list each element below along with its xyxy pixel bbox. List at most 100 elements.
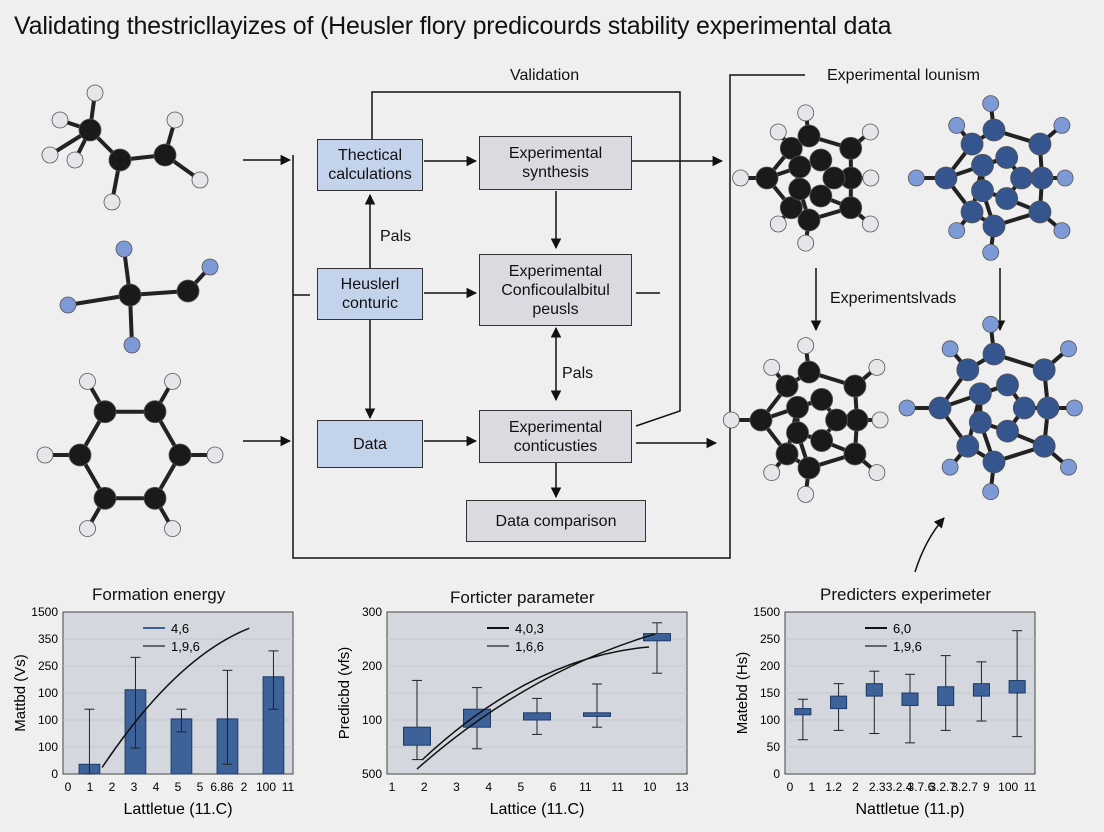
atom bbox=[1032, 358, 1056, 382]
atom bbox=[36, 446, 54, 464]
atom bbox=[1053, 116, 1071, 134]
atom bbox=[51, 111, 69, 129]
atom bbox=[868, 358, 886, 376]
box bbox=[643, 633, 671, 642]
atom bbox=[971, 179, 994, 203]
atom bbox=[93, 400, 117, 424]
box bbox=[972, 683, 990, 697]
atom bbox=[862, 169, 880, 187]
atom bbox=[797, 360, 821, 384]
atom bbox=[153, 143, 177, 167]
atom bbox=[769, 123, 787, 141]
atom bbox=[971, 153, 994, 177]
legend-label: 1,6,6 bbox=[515, 639, 544, 654]
y-tick-label: 150 bbox=[760, 686, 780, 700]
atom bbox=[861, 123, 879, 141]
atom bbox=[166, 111, 184, 129]
atom bbox=[775, 374, 799, 398]
atom bbox=[59, 296, 77, 314]
box bbox=[583, 712, 611, 717]
chart1-title: Formation energy bbox=[92, 585, 226, 604]
atom bbox=[786, 421, 809, 445]
molecule-bottom-right-1 bbox=[722, 337, 889, 503]
x-tick-label: 1.2 bbox=[825, 780, 842, 794]
atom bbox=[118, 283, 142, 307]
atom bbox=[797, 234, 815, 252]
atom bbox=[982, 315, 1000, 333]
atom bbox=[143, 400, 167, 424]
atom bbox=[206, 446, 224, 464]
atom bbox=[176, 279, 200, 303]
y-tick-label: 500 bbox=[362, 767, 382, 781]
atom bbox=[861, 215, 879, 233]
experimental-top-label: Experimental lounism bbox=[827, 67, 980, 84]
atom bbox=[982, 450, 1006, 474]
x-tick-label: 2 bbox=[852, 780, 859, 794]
atom bbox=[1012, 396, 1036, 420]
atom bbox=[143, 486, 167, 510]
legend-label: 4,0,3 bbox=[515, 621, 544, 636]
atom bbox=[191, 171, 209, 189]
atom bbox=[995, 187, 1019, 210]
y-tick-label: 1500 bbox=[31, 605, 58, 619]
x-tick-label: 2 bbox=[421, 780, 428, 794]
data-box: Data bbox=[317, 420, 423, 468]
atom bbox=[928, 396, 952, 420]
x-tick-label: 2.3 bbox=[869, 780, 886, 794]
x-tick-label: 2 bbox=[241, 780, 248, 794]
atom bbox=[948, 116, 966, 134]
atom bbox=[1032, 434, 1056, 458]
molecule-top-right-2 bbox=[907, 95, 1074, 261]
y-tick-label: 100 bbox=[362, 713, 382, 727]
molecule-top-right-1 bbox=[732, 104, 880, 252]
atom bbox=[797, 124, 821, 148]
atom bbox=[982, 95, 1000, 112]
atom bbox=[763, 464, 781, 482]
x-axis-label: Nattletue (11.p) bbox=[855, 801, 964, 818]
atom bbox=[948, 222, 966, 240]
x-tick-label: 11 bbox=[1024, 780, 1037, 794]
box bbox=[830, 695, 848, 710]
x-tick-label: 100 bbox=[998, 780, 1018, 794]
y-tick-label: 250 bbox=[38, 659, 58, 673]
atom bbox=[956, 358, 980, 382]
atom bbox=[164, 520, 181, 538]
x-tick-label: 10 bbox=[643, 780, 657, 794]
atom bbox=[810, 429, 834, 452]
x-tick-label: 0 bbox=[787, 780, 794, 794]
atom bbox=[825, 408, 849, 432]
box bbox=[403, 726, 431, 746]
atom bbox=[786, 395, 809, 419]
x-tick-label: 1 bbox=[808, 780, 815, 794]
y-tick-label: 200 bbox=[362, 659, 382, 673]
x-tick-label: 3 bbox=[453, 780, 460, 794]
atom bbox=[123, 336, 141, 354]
atom bbox=[1028, 200, 1052, 224]
y-axis-label: Predicbd (vfs) bbox=[336, 647, 353, 740]
atom bbox=[797, 486, 815, 503]
atom bbox=[809, 148, 833, 172]
trend-line bbox=[416, 633, 656, 770]
atom bbox=[763, 358, 781, 376]
atom bbox=[769, 215, 787, 233]
validation-label: Validation bbox=[510, 67, 580, 84]
atom bbox=[749, 408, 773, 432]
molecule-bottom-left bbox=[36, 372, 224, 538]
atom bbox=[982, 244, 1000, 261]
atom bbox=[168, 443, 192, 467]
atom bbox=[1060, 458, 1077, 476]
molecule-bottom-right-2 bbox=[898, 315, 1083, 501]
atom bbox=[797, 104, 815, 122]
pals-left-label: Pals bbox=[380, 228, 412, 245]
atom bbox=[809, 184, 833, 208]
atom bbox=[1066, 399, 1083, 417]
atom bbox=[968, 410, 992, 434]
legend-label: 1,9,6 bbox=[171, 639, 200, 654]
y-tick-label: 100 bbox=[38, 686, 58, 700]
